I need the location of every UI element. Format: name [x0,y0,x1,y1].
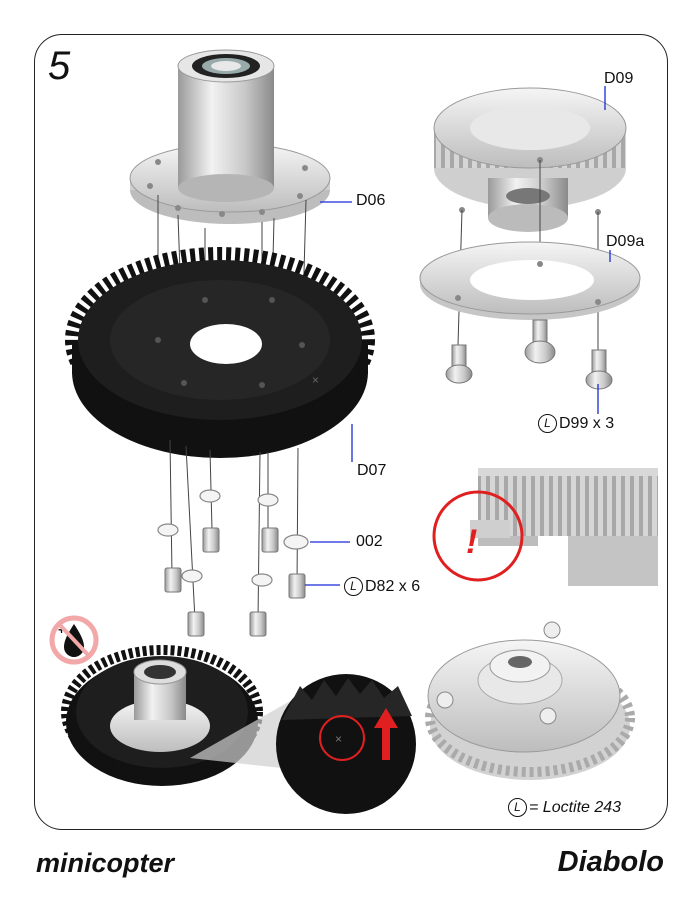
footer-model: Diabolo [557,846,664,878]
loctite-symbol: L [344,577,363,596]
callout-d09: D09 [604,70,634,87]
assembled-pulley [425,621,635,780]
callout-d82-text: D82 x 6 [365,578,421,595]
svg-text:+: + [58,623,65,637]
callout-002: 002 [356,533,383,550]
callout-d07: D07 [357,462,387,479]
callout-leaders [305,86,611,586]
warning-circle [432,490,524,582]
loctite-symbol: L [508,798,527,817]
step-number: 5 [48,44,71,88]
hub-d06 [129,49,331,224]
arrow-up-icon [374,708,398,760]
pulley-d09 [433,87,627,232]
screws-d99 [445,319,613,390]
callout-d06: D06 [356,192,386,209]
loctite-legend-text: = Loctite 243 [529,799,622,816]
washers-002 [157,489,309,587]
assembled-gear [61,645,300,786]
svg-text:×: × [335,732,342,746]
callout-d09a: D09a [606,233,645,250]
loctite-symbol: L [538,414,557,433]
screws-d82 [164,527,306,637]
no-oil-icon: + [49,615,99,665]
warning-detail: ! [432,468,658,586]
svg-text:×: × [312,373,319,387]
callout-d99-text: D99 x 3 [559,415,615,432]
flange-d09a [419,241,641,320]
zoom-detail: × [276,674,416,814]
footer-brand: minicopter [36,848,175,878]
warning-mark: ! [466,523,477,561]
loctite-legend: L= Loctite 243 [508,798,621,817]
gear-d07: × [65,247,375,458]
